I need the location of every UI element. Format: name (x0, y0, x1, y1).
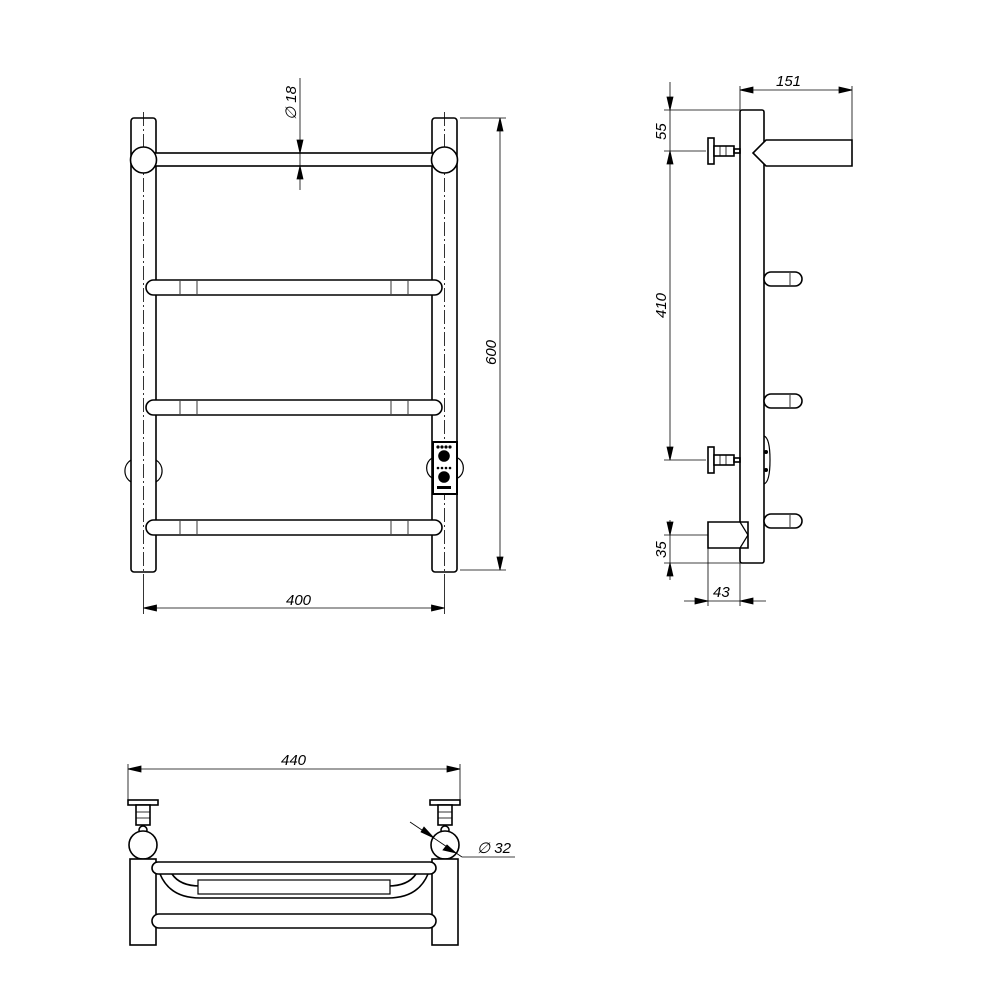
dim-height-label: 600 (483, 339, 500, 365)
dim-mount-spacing-label: 410 (653, 292, 670, 318)
top-curved-rail (159, 873, 429, 899)
dim-width (143, 578, 445, 614)
top-view: 440 ∅ 32 (127, 752, 515, 946)
front-top-right-joint (430, 146, 459, 174)
side-view: 151 55 410 35 43 (653, 73, 853, 606)
dim-tube-diameter (296, 78, 304, 190)
dim-width-label: 400 (286, 592, 312, 609)
dim-post-diameter (409, 821, 515, 858)
top-left-leg (129, 858, 157, 946)
side-control-unit (763, 435, 771, 485)
front-rail-1 (145, 279, 443, 296)
dim-side-vertical (664, 82, 740, 580)
dim-overall-width (127, 764, 461, 800)
dim-depth-label: 151 (776, 73, 801, 90)
top-right-leg (431, 858, 459, 946)
front-view: ∅ 18 600 400 (124, 78, 506, 614)
top-straight-rail (151, 861, 437, 875)
dim-height (460, 117, 506, 571)
dim-tube-diameter-label: ∅ 18 (283, 85, 300, 120)
dim-post-diameter-label: ∅ 32 (477, 840, 512, 857)
side-rail-end-1 (763, 271, 803, 287)
side-rail-end-3 (763, 513, 803, 529)
front-rail-3 (145, 519, 443, 536)
control-unit-button-bottom (438, 471, 450, 483)
top-right-post (430, 830, 460, 860)
dim-wall-offset-label: 43 (713, 584, 730, 601)
top-left-mount (135, 804, 151, 835)
front-top-rail (142, 152, 446, 167)
control-unit-indicator-lights (436, 445, 452, 470)
top-bottom-rail (151, 913, 437, 929)
top-left-post (128, 830, 158, 860)
front-left-bracket (124, 459, 163, 483)
side-top-mount (707, 137, 741, 165)
dim-overall-width-label: 440 (281, 752, 307, 769)
dim-top-offset-label: 55 (653, 123, 670, 140)
side-top-rail (751, 139, 853, 167)
dim-bottom-offset-label: 35 (653, 541, 670, 558)
control-unit-button-top (438, 450, 450, 462)
front-top-left-joint (129, 146, 158, 174)
side-post (739, 109, 765, 564)
top-right-mount (437, 804, 453, 835)
dim-depth (739, 86, 853, 140)
side-rail-end-2 (763, 393, 803, 409)
control-unit-led-bar (437, 486, 451, 489)
side-bottom-mount (707, 446, 741, 474)
control-unit (426, 441, 464, 495)
front-rail-2 (145, 399, 443, 416)
side-bottom-stub (707, 521, 749, 549)
dim-wall-offset (684, 548, 766, 606)
